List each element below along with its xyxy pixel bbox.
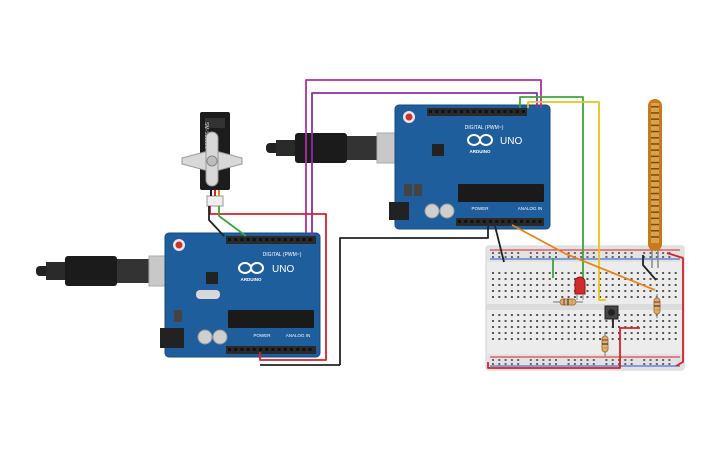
wire-green-led [519,96,584,290]
wire-yellow-button [527,101,606,301]
board-left-analog-label: ANALOG IN [286,333,311,338]
board-right-brand-label: ARDUINO [470,149,491,154]
board-left-brand-label: ARDUINO [241,277,262,282]
wire-green-servo [218,206,247,237]
usb-cable-right [266,132,418,164]
wire-black-servo [208,206,225,237]
resistor-led [553,298,583,306]
wire-purple [311,92,538,236]
wire-black-bb [494,225,505,263]
pushbutton [604,305,619,320]
servo-motor: SM-S2309S [181,112,243,207]
wires [208,79,684,369]
board-left-digital-label: DIGITAL (PWM~) [263,252,302,258]
board-right-digital-label: DIGITAL (PWM~) [465,125,504,131]
arduino-board-right: DIGITAL (PWM~) UNO ARDUINO POWER ANALOG … [389,104,551,230]
breadboard [485,245,685,371]
led [574,276,586,300]
wire-magenta [305,79,542,233]
resistor-flex [653,294,661,318]
wire-red-loop [209,206,327,361]
arduino-logo-icon [238,262,264,274]
breadboard-holes [492,252,677,365]
wire-orange-a0 [511,224,656,291]
board-right-analog-label: ANALOG IN [518,206,543,211]
board-left-model-label: UNO [272,264,294,275]
wire-red-rail [666,252,684,367]
board-right-model-label: UNO [500,136,522,147]
wire-black-gnd [339,226,489,365]
board-left-power-label: POWER [253,333,271,338]
arduino-board-left: DIGITAL (PWM~) UNO ARDUINO POWER ANALOG … [160,232,321,358]
resistor-button [601,332,609,356]
wire-black-flex [642,255,657,281]
arduino-logo-icon [467,134,493,146]
wire-red-bottom [487,327,640,369]
usb-cable-left [36,255,176,287]
flex-sensor [648,99,662,268]
board-right-power-label: POWER [471,206,489,211]
